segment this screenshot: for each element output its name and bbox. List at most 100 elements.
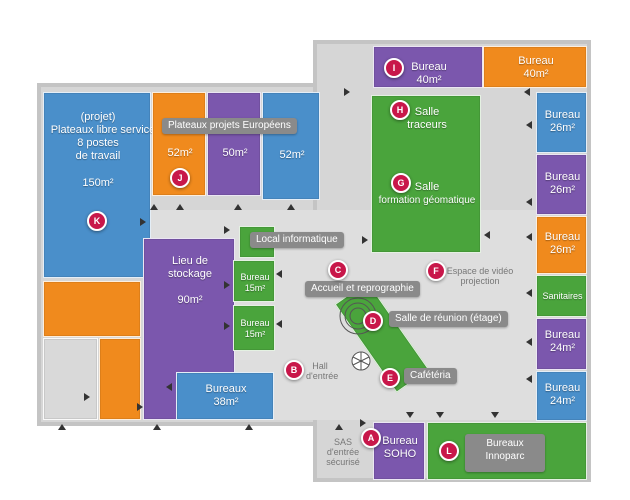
door-arrow-icon	[526, 338, 532, 346]
door-arrow-icon	[224, 281, 230, 289]
marker-d[interactable]: D	[363, 311, 383, 331]
room-area: 90m²	[177, 294, 203, 306]
door-arrow-icon	[484, 231, 490, 239]
marker-a[interactable]: A	[361, 428, 381, 448]
tag-accueil[interactable]: Accueil et reprographie	[305, 281, 420, 297]
room-plateaux-libre-service[interactable]: (projet) Plateaux libre service 8 postes…	[43, 92, 155, 278]
door-arrow-icon	[436, 412, 444, 418]
room-area: 52m²	[279, 149, 305, 161]
door-arrow-icon	[287, 204, 295, 210]
note-video-projection: Espace de vidéo projection	[446, 266, 514, 286]
room-plateau-50[interactable]: 50m²	[207, 92, 261, 196]
room-line: de travail	[75, 150, 121, 162]
room-title: Bureaux	[205, 383, 247, 395]
door-arrow-icon	[176, 204, 184, 210]
tag-plateaux-europeens[interactable]: Plateaux projets Européens	[162, 118, 297, 134]
room-line: Plateaux libre service	[50, 124, 156, 136]
marker-e[interactable]: E	[380, 368, 400, 388]
door-arrow-icon	[137, 403, 143, 411]
door-arrow-icon	[406, 412, 414, 418]
room-line: 8 postes	[77, 137, 119, 149]
door-arrow-icon	[276, 270, 282, 278]
room-title: Bureau	[240, 318, 270, 328]
door-arrow-icon	[526, 289, 532, 297]
marker-c[interactable]: C	[328, 260, 348, 280]
room-area: 15m²	[244, 329, 266, 339]
room-title: Bureau	[240, 272, 270, 282]
room-bureau-26-b[interactable]: Bureau 26m²	[536, 154, 587, 215]
room-title: Bureau	[544, 171, 581, 183]
room-bureau-26-a[interactable]: Bureau 26m²	[536, 92, 587, 153]
room-title: Bureau	[544, 329, 581, 341]
room-subtitle: formation géomatique	[378, 195, 476, 206]
marker-g[interactable]: G	[391, 173, 411, 193]
room-orange-west[interactable]	[43, 281, 141, 337]
marker-k[interactable]: K	[87, 211, 107, 231]
marker-h[interactable]: H	[390, 100, 410, 120]
room-area: 150m²	[82, 177, 114, 189]
room-gray-west[interactable]	[43, 338, 98, 420]
room-bureau-24-b[interactable]: Bureau 24m²	[536, 371, 587, 421]
room-area: 26m²	[549, 184, 576, 196]
tag-cafeteria[interactable]: Cafétéria	[404, 368, 457, 384]
marker-i[interactable]: I	[384, 58, 404, 78]
door-arrow-icon	[276, 320, 282, 328]
room-bureau-40-orange[interactable]: Bureau 40m²	[483, 46, 587, 88]
room-orange-southwest[interactable]	[99, 338, 141, 420]
room-title: Bureau	[544, 231, 581, 243]
room-bureau-24-a[interactable]: Bureau 24m²	[536, 318, 587, 370]
room-area: 24m²	[549, 342, 576, 354]
door-arrow-icon	[526, 121, 532, 129]
marker-l[interactable]: L	[439, 441, 459, 461]
note-hall-entree: Hall d'entrée	[306, 361, 339, 381]
room-line: (projet)	[80, 111, 116, 123]
room-area: 40m²	[523, 68, 549, 80]
note-sas-entree: SAS d'entrée sécurisé	[326, 437, 360, 467]
room-sanitaires[interactable]: Sanitaires	[536, 275, 587, 317]
door-arrow-icon	[166, 383, 172, 391]
room-title: Bureau	[411, 61, 447, 73]
room-area: 26m²	[549, 244, 576, 256]
room-bureaux-38[interactable]: Bureaux 38m²	[176, 372, 274, 420]
room-subtitle: traceurs	[407, 119, 447, 131]
door-arrow-icon	[526, 198, 532, 206]
door-arrow-icon	[362, 236, 368, 244]
room-bureau-15-a[interactable]: Bureau 15m²	[233, 260, 275, 302]
room-title: Bureau	[544, 382, 581, 394]
door-arrow-icon	[524, 88, 530, 96]
door-arrow-icon	[360, 419, 366, 427]
door-arrow-icon	[526, 375, 532, 383]
room-bureau-26-c[interactable]: Bureau 26m²	[536, 216, 587, 274]
room-bureau-15-b[interactable]: Bureau 15m²	[233, 305, 275, 351]
room-area: 15m²	[244, 283, 266, 293]
door-arrow-icon	[335, 424, 343, 430]
room-title: Bureau	[382, 435, 418, 447]
marker-j[interactable]: J	[170, 168, 190, 188]
door-arrow-icon	[58, 424, 66, 430]
room-salle-traceurs-formation[interactable]: Salle traceurs Salle formation géomatiqu…	[371, 95, 481, 253]
room-bureau-soho[interactable]: Bureau SOHO	[373, 422, 425, 480]
room-title: Bureau	[544, 109, 581, 121]
room-title: Sanitaires	[542, 291, 583, 301]
room-area: 52m²	[167, 147, 193, 159]
door-arrow-icon	[224, 322, 230, 330]
marker-b[interactable]: B	[284, 360, 304, 380]
room-subtitle: SOHO	[383, 448, 417, 460]
room-title: Bureau	[518, 55, 554, 67]
tag-local-informatique[interactable]: Local informatique	[250, 232, 344, 248]
tag-salle-reunion[interactable]: Salle de réunion (étage)	[389, 311, 508, 327]
marker-f[interactable]: F	[426, 261, 446, 281]
spiral-stair-icon	[351, 351, 371, 371]
room-area: 24m²	[549, 395, 576, 407]
tag-bureaux-innoparc[interactable]: Bureaux Innoparc	[465, 434, 545, 472]
door-arrow-icon	[245, 424, 253, 430]
room-plateau-52-blue[interactable]: 52m²	[262, 92, 320, 200]
door-arrow-icon	[491, 412, 499, 418]
door-arrow-icon	[84, 393, 90, 401]
room-title: Salle	[414, 181, 440, 193]
door-arrow-icon	[234, 204, 242, 210]
room-line: Lieu de	[171, 255, 209, 267]
door-arrow-icon	[140, 218, 146, 226]
door-arrow-icon	[224, 226, 230, 234]
